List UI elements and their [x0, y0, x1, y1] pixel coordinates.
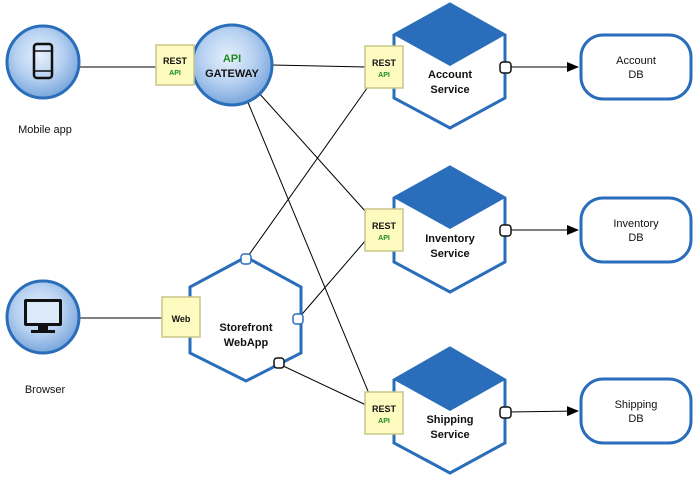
shipping-db: Shipping DB [579, 377, 693, 445]
inventory-rest-api-interface: REST API [364, 208, 404, 252]
connections [77, 62, 579, 417]
webapp-to-shipping-line [278, 363, 367, 406]
webapp-web-interface: Web [161, 296, 201, 338]
inventory-interface-rest-label: REST [372, 221, 397, 231]
account-service: Account Service REST API [364, 2, 512, 130]
webapp-line2-label: WebApp [224, 337, 269, 349]
gateway-to-inventory-line [257, 91, 367, 213]
webapp-port-right [292, 313, 304, 325]
shipping-service-line2-label: Service [430, 429, 469, 441]
shipping-service-port [499, 406, 512, 419]
browser-client: Browser [5, 279, 81, 396]
webapp-to-inventory-line [296, 239, 367, 321]
shipping-rest-api-interface: REST API [364, 391, 404, 435]
mobile-app-label: Mobile app [18, 124, 72, 136]
webapp-port-bottom [273, 357, 285, 369]
api-gateway: API GATEWAY REST API [155, 23, 274, 107]
inventory-service-line1-label: Inventory [425, 233, 475, 245]
monitor-icon [24, 299, 62, 333]
shipping-db-line2-label: DB [628, 413, 643, 425]
account-db-line2-label: DB [628, 69, 643, 81]
webapp-line1-label: Storefront [219, 322, 273, 334]
inventory-service-port [499, 224, 512, 237]
inventory-db: Inventory DB [579, 196, 693, 264]
shipping-service-line1-label: Shipping [426, 414, 473, 426]
inventory-db-line1-label: Inventory [613, 218, 659, 230]
shipping-interface-rest-label: REST [372, 404, 397, 414]
storefront-webapp: Storefront WebApp Web [161, 253, 304, 383]
inventory-service-line2-label: Service [430, 248, 469, 260]
gateway-name-label: GATEWAY [205, 68, 259, 80]
inventory-db-line2-label: DB [628, 232, 643, 244]
smartphone-icon [32, 42, 54, 80]
webapp-port-top [240, 253, 252, 265]
inventory-interface-api-label: API [378, 235, 390, 242]
shipping-interface-api-label: API [378, 418, 390, 425]
account-service-port [499, 61, 512, 74]
shipping-service: Shipping Service REST API [364, 346, 512, 475]
shipping-to-db-arrow [505, 406, 579, 417]
webapp-to-account-line [245, 83, 371, 260]
account-interface-api-label: API [378, 72, 390, 79]
gateway-rest-api-interface: REST API [155, 44, 195, 86]
gateway-api-label: API [223, 53, 241, 65]
inventory-service: Inventory Service REST API [364, 165, 512, 294]
account-service-line1-label: Account [428, 69, 472, 81]
account-service-line2-label: Service [430, 84, 469, 96]
browser-label: Browser [25, 384, 66, 396]
gateway-to-shipping-line [246, 99, 371, 397]
gateway-to-account-line [271, 64, 367, 68]
account-interface-rest-label: REST [372, 58, 397, 68]
mobile-app-client: Mobile app [5, 24, 81, 136]
account-db: Account DB [579, 33, 693, 101]
shipping-db-line1-label: Shipping [615, 399, 658, 411]
gateway-interface-api-label: API [169, 70, 181, 77]
webapp-interface-label: Web [172, 314, 191, 324]
gateway-interface-rest-label: REST [163, 56, 188, 66]
account-db-line1-label: Account [616, 55, 656, 67]
account-rest-api-interface: REST API [364, 45, 404, 89]
